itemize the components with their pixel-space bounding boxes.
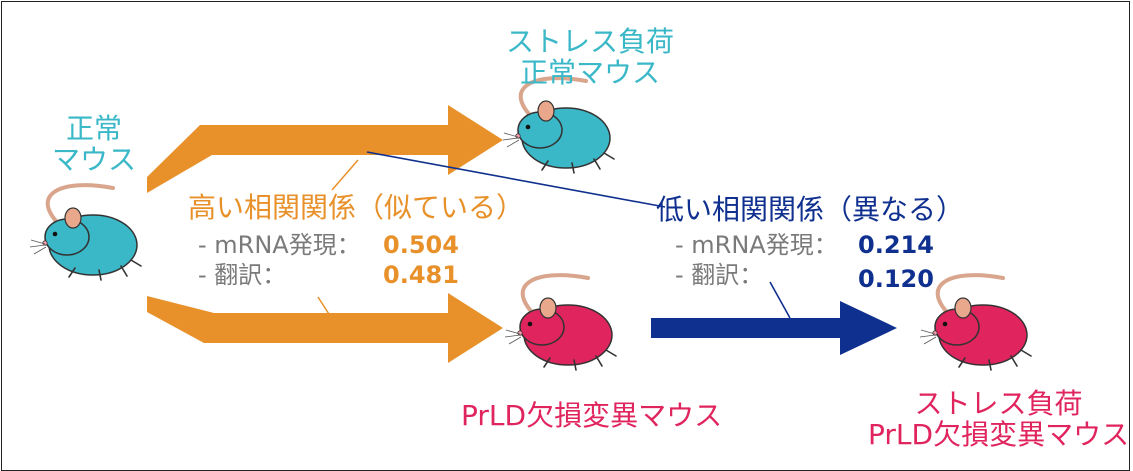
arrow-normal-to-stressed bbox=[147, 105, 503, 193]
high-corr-translation-label: - 翻訳： bbox=[198, 261, 287, 289]
arrow-mutant-to-stressed-mutant bbox=[651, 301, 897, 355]
stressed-normal-mouse-icon bbox=[501, 76, 616, 175]
low-corr-mrna-value: 0.214 bbox=[858, 231, 934, 259]
stressed-prld-mouse-icon bbox=[918, 273, 1033, 372]
high-corr-mrna-value: 0.504 bbox=[383, 231, 459, 259]
high-corr-pointer-top bbox=[331, 159, 359, 191]
low-correlation-title: 低い相関関係（異なる） bbox=[656, 193, 965, 226]
low-corr-translation-label: - 翻訳： bbox=[675, 261, 764, 289]
low-corr-translation-value: 0.120 bbox=[858, 265, 934, 293]
high-correlation-title: 高い相関関係（似ている） bbox=[188, 191, 525, 224]
arrow-normal-to-mutant bbox=[147, 293, 503, 363]
high-corr-mrna-label: - mRNA発現： bbox=[198, 231, 361, 259]
high-corr-translation-value: 0.481 bbox=[383, 261, 459, 289]
high-corr-pointer-bottom bbox=[317, 296, 337, 326]
low-corr-pointer-bottom bbox=[769, 281, 791, 319]
low-corr-mrna-label: - mRNA発現： bbox=[675, 231, 838, 259]
normal-mouse-icon bbox=[28, 183, 143, 282]
stressed-prld-mouse-label: ストレス負荷 PrLD欠損変異マウス bbox=[868, 387, 1130, 452]
prld-mutant-mouse-label: PrLD欠損変異マウス bbox=[461, 399, 723, 432]
low-corr-pointer-top bbox=[366, 151, 666, 208]
prld-mutant-mouse-icon bbox=[503, 273, 618, 372]
stressed-normal-mouse-label: ストレス負荷 正常マウス bbox=[506, 25, 675, 90]
normal-mouse-label: 正常 マウス bbox=[52, 112, 137, 177]
